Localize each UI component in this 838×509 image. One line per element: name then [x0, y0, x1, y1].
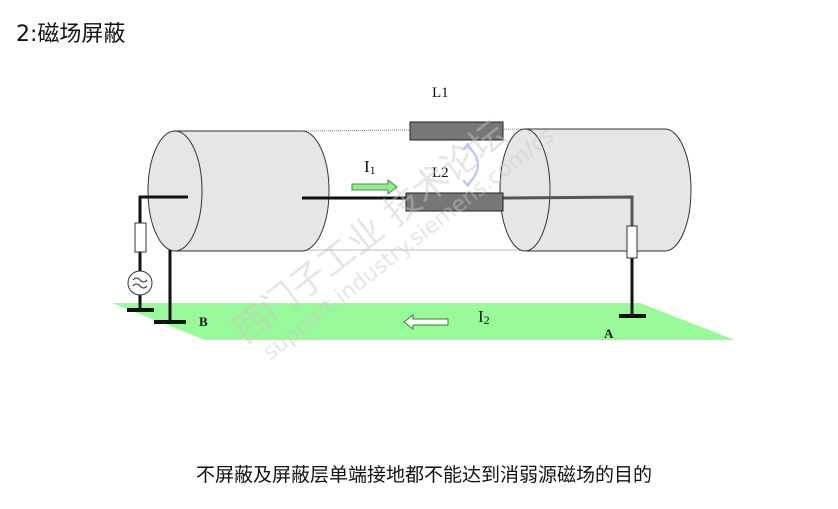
current-i1-arrow-icon [351, 178, 398, 196]
label-i2: I2 [478, 307, 490, 327]
label-l2: L2 [432, 165, 449, 181]
label-l1: L1 [432, 85, 449, 101]
coil-l1 [409, 121, 504, 141]
resistor-right [626, 225, 638, 259]
caption: 不屏蔽及屏蔽层单端接地都不能达到消弱源磁场的目的 [195, 464, 652, 486]
label-b: B [199, 314, 208, 329]
ac-source-icon [127, 270, 153, 296]
ground-symbol-a [619, 314, 646, 318]
coil-l2 [405, 192, 504, 212]
label-i1: I1 [364, 157, 376, 177]
label-a: A [604, 326, 614, 341]
ground-symbol-source [127, 308, 154, 312]
current-i2-arrow-icon [403, 313, 449, 331]
slide-title: 2:磁场屏蔽 [16, 22, 126, 47]
resistor-left [134, 222, 147, 253]
circuit-wires [138, 195, 634, 322]
ground-symbol-b [154, 320, 186, 324]
left-shield-cylinder [147, 130, 330, 252]
right-shield-cylinder [499, 128, 692, 252]
